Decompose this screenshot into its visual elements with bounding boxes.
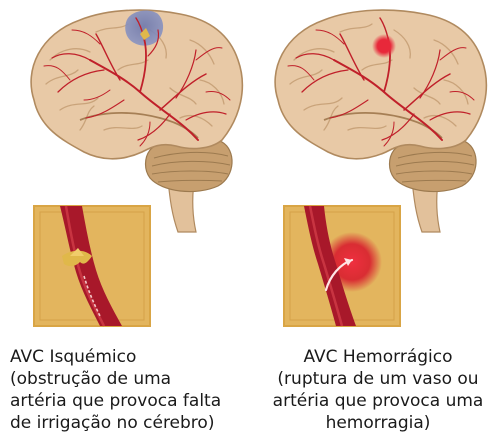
hemorrhagic-desc-line-1: (ruptura de um vaso ou (262, 368, 494, 390)
ischemic-title: AVC Isquémico (10, 346, 221, 368)
hemorrhagic-caption: AVC Hemorrágico (ruptura de um vaso ou a… (262, 346, 494, 434)
hemorrhagic-brain (275, 10, 486, 232)
ischemic-brain (31, 10, 242, 232)
hemorrhagic-title: AVC Hemorrágico (262, 346, 494, 368)
ischemic-inset (34, 206, 150, 326)
hemorrhagic-inset (284, 206, 400, 326)
hemorrhagic-desc-line-3: hemorragia) (262, 412, 494, 434)
ischemic-desc-line-2: artéria que provoca falta (10, 390, 221, 412)
ischemic-desc-line-1: (obstrução de uma (10, 368, 221, 390)
ischemic-caption: AVC Isquémico (obstrução de uma artéria … (10, 346, 221, 434)
ischemic-desc-line-3: de irrigação no cérebro) (10, 412, 221, 434)
hemorrhagic-desc-line-2: artéria que provoca uma (262, 390, 494, 412)
